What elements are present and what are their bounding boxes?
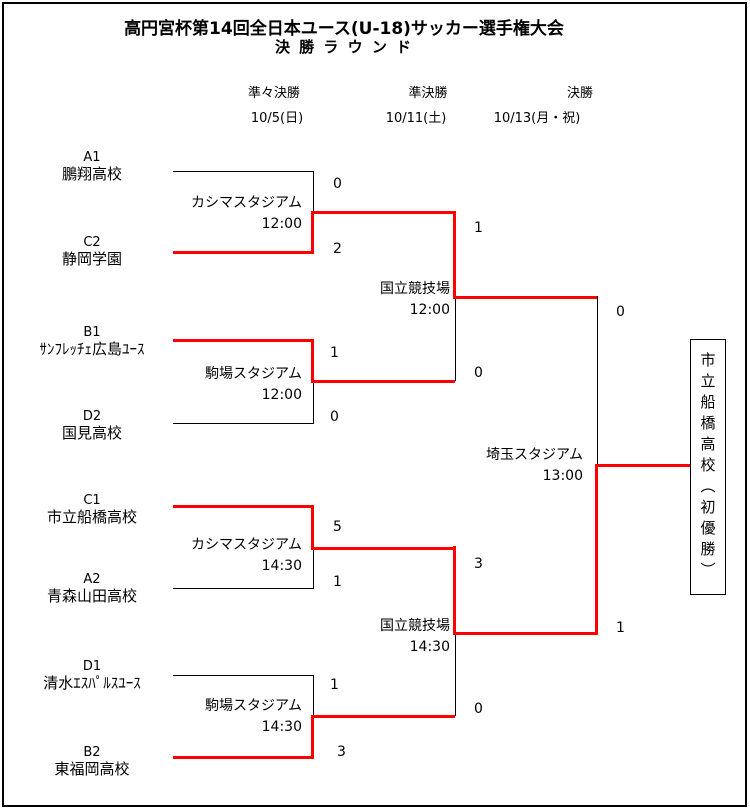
score-sf2-bottom: 0 bbox=[474, 701, 483, 717]
score-final-top: 0 bbox=[616, 304, 625, 320]
qf3-top-line bbox=[173, 505, 314, 508]
final-winner-join bbox=[595, 464, 598, 635]
score-qf2-bottom: 0 bbox=[330, 409, 339, 425]
team-d1: D1 清水ｴｽﾊﾟﾙｽﾕｰｽ bbox=[0, 658, 184, 692]
round-header-semifinal: 準決勝 bbox=[408, 86, 448, 101]
team-a1: A1 鵬翔高校 bbox=[0, 149, 184, 183]
final-join-line bbox=[597, 296, 598, 465]
qf4-bottom-line bbox=[173, 756, 314, 759]
team-d1-name: 清水ｴｽﾊﾟﾙｽﾕｰｽ bbox=[43, 674, 141, 692]
team-b1: B1 ｻﾝﾌﾚｯﾁｪ広島ﾕｰｽ bbox=[0, 324, 184, 358]
venue-qf4: 駒場スタジアム 14:30 bbox=[142, 696, 302, 738]
team-c2: C2 静岡学園 bbox=[0, 234, 184, 268]
team-c1: C1 市立船橋高校 bbox=[0, 492, 184, 526]
champion-line bbox=[597, 464, 690, 467]
qf1-top-line bbox=[173, 171, 313, 172]
champion-name: 市立船橋高校（初優勝） bbox=[698, 351, 717, 583]
venue-final-time: 13:00 bbox=[542, 468, 583, 484]
qf4-winner-join bbox=[311, 715, 314, 759]
venue-sf2: 国立競技場 14:30 bbox=[290, 616, 450, 658]
qf3-bottom-line bbox=[173, 588, 313, 589]
score-sf1-top: 1 bbox=[474, 220, 483, 236]
page-subtitle: 決 勝 ラ ウ ン ド bbox=[274, 38, 414, 56]
qf2-winner-join bbox=[311, 339, 314, 383]
venue-qf3-time: 14:30 bbox=[261, 558, 302, 574]
qf1-join-line bbox=[313, 171, 314, 212]
qf2-exit-line bbox=[313, 380, 455, 383]
team-d1-seed: D1 bbox=[82, 659, 102, 674]
qf4-top-line bbox=[173, 675, 313, 676]
venue-qf2-name: 駒場スタジアム bbox=[204, 366, 302, 382]
qf3-winner-join bbox=[311, 505, 314, 550]
sf1-winner-join bbox=[453, 211, 456, 299]
team-c1-name: 市立船橋高校 bbox=[46, 508, 137, 526]
team-a2-name: 青森山田高校 bbox=[46, 587, 137, 605]
score-qf3-bottom: 1 bbox=[333, 574, 342, 590]
qf4-exit-line bbox=[313, 715, 455, 718]
round-date-semifinal: 10/11(土) bbox=[385, 111, 447, 126]
team-d2-seed: D2 bbox=[82, 409, 102, 424]
venue-qf1-time: 12:00 bbox=[261, 216, 302, 232]
team-b2: B2 東福岡高校 bbox=[0, 744, 184, 778]
team-a1-seed: A1 bbox=[83, 150, 101, 165]
qf2-join-line bbox=[313, 382, 314, 424]
venue-sf1: 国立競技場 12:00 bbox=[290, 279, 450, 321]
venue-qf4-time: 14:30 bbox=[261, 719, 302, 735]
team-c2-name: 静岡学園 bbox=[61, 250, 122, 268]
qf2-bottom-line bbox=[173, 423, 313, 424]
team-c1-seed: C1 bbox=[83, 493, 101, 508]
team-d2-name: 国見高校 bbox=[61, 424, 122, 442]
round-date-final: 10/13(月・祝) bbox=[493, 111, 581, 126]
score-sf1-bottom: 0 bbox=[474, 365, 483, 381]
team-d2: D2 国見高校 bbox=[0, 408, 184, 442]
team-b2-seed: B2 bbox=[83, 745, 101, 760]
team-b2-name: 東福岡高校 bbox=[54, 760, 130, 778]
qf1-exit-line bbox=[313, 211, 455, 214]
score-qf2-top: 1 bbox=[330, 345, 339, 361]
round-header-final: 決勝 bbox=[566, 86, 594, 101]
venue-sf1-name: 国立競技場 bbox=[380, 281, 450, 297]
score-qf4-top: 1 bbox=[330, 677, 339, 693]
venue-qf3-name: カシマスタジアム bbox=[190, 537, 302, 553]
sf1-join-line bbox=[455, 298, 456, 381]
team-b1-seed: B1 bbox=[83, 325, 101, 340]
score-qf1-bottom: 2 bbox=[333, 241, 342, 257]
round-date-quarterfinal: 10/5(日) bbox=[250, 111, 304, 126]
qf3-join-line bbox=[313, 548, 314, 589]
qf2-top-line bbox=[173, 339, 314, 342]
venue-final-name: 埼玉スタジアム bbox=[485, 447, 583, 463]
score-qf1-top: 0 bbox=[333, 176, 342, 192]
score-final-bottom: 1 bbox=[616, 620, 625, 636]
page-title: 高円宮杯第14回全日本ユース(U-18)サッカー選手権大会 bbox=[124, 19, 564, 39]
venue-qf4-name: 駒場スタジアム bbox=[204, 698, 302, 714]
venue-sf2-name: 国立競技場 bbox=[380, 618, 450, 634]
venue-qf2-time: 12:00 bbox=[261, 387, 302, 403]
qf3-exit-line bbox=[313, 547, 455, 550]
score-qf4-bottom: 3 bbox=[337, 744, 346, 760]
sf1-exit-line bbox=[455, 296, 597, 299]
venue-qf3: カシマスタジアム 14:30 bbox=[142, 535, 302, 577]
venue-sf1-time: 12:00 bbox=[409, 302, 450, 318]
venue-final: 埼玉スタジアム 13:00 bbox=[423, 445, 583, 487]
sf2-join-line bbox=[455, 634, 456, 716]
venue-qf2: 駒場スタジアム 12:00 bbox=[142, 364, 302, 406]
team-b1-name: ｻﾝﾌﾚｯﾁｪ広島ﾕｰｽ bbox=[39, 340, 145, 358]
sf2-exit-line bbox=[455, 632, 597, 635]
team-a2: A2 青森山田高校 bbox=[0, 571, 184, 605]
team-c2-seed: C2 bbox=[83, 235, 101, 250]
champion-box: 市立船橋高校（初優勝） bbox=[690, 339, 726, 595]
score-sf2-top: 3 bbox=[474, 556, 483, 572]
score-qf3-top: 5 bbox=[333, 519, 342, 535]
team-a2-seed: A2 bbox=[83, 572, 101, 587]
venue-qf1-name: カシマスタジアム bbox=[190, 195, 302, 211]
qf1-bottom-line bbox=[173, 251, 314, 254]
qf4-join-line bbox=[313, 675, 314, 716]
sf2-winner-join bbox=[453, 546, 456, 635]
team-a1-name: 鵬翔高校 bbox=[61, 165, 122, 183]
venue-qf1: カシマスタジアム 12:00 bbox=[142, 193, 302, 235]
qf1-winner-join bbox=[311, 211, 314, 254]
round-header-quarterfinal: 準々決勝 bbox=[247, 86, 301, 101]
venue-sf2-time: 14:30 bbox=[409, 639, 450, 655]
